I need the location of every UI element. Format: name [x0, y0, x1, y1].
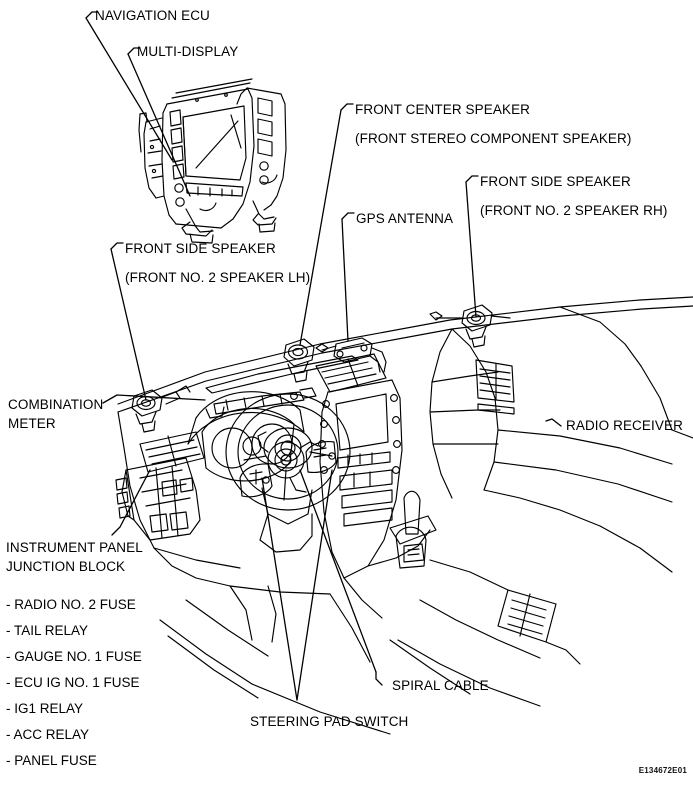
front-side-speaker-lh-part	[131, 385, 191, 433]
leader-navigation-ecu	[85, 11, 173, 161]
label-combination-meter-line2: METER	[8, 416, 56, 431]
label-spiral-cable: SPIRAL CABLE	[392, 678, 489, 693]
label-front-center-speaker-alt: (FRONT STEREO COMPONENT SPEAKER)	[355, 131, 632, 146]
list-item: - ACC RELAY	[6, 727, 90, 742]
label-gps-antenna: GPS ANTENNA	[356, 211, 454, 226]
label-front-side-speaker-lh-alt: (FRONT NO. 2 SPEAKER LH)	[125, 270, 311, 285]
leader-front-side-speaker-rh	[465, 175, 479, 318]
front-side-speaker-rh-part	[429, 304, 511, 348]
front-center-speaker-part	[283, 338, 315, 383]
label-multi-display: MULTI-DISPLAY	[137, 44, 239, 59]
multi-display-assembly	[138, 78, 287, 244]
list-item: - RADIO NO. 2 FUSE	[6, 597, 136, 612]
label-navigation-ecu: NAVIGATION ECU	[95, 8, 210, 23]
leader-front-center-speaker	[299, 103, 354, 346]
leader-combination-meter	[102, 394, 206, 404]
list-item: - PANEL FUSE	[6, 753, 97, 768]
label-front-side-speaker-rh-alt: (FRONT NO. 2 SPEAKER RH)	[480, 203, 668, 218]
steering-pad-switch-right	[305, 441, 337, 473]
leader-multi-display	[127, 47, 191, 197]
leader-instrument-panel-junction-block	[111, 469, 151, 536]
spiral-cable-part	[257, 431, 319, 493]
label-front-side-speaker-lh: FRONT SIDE SPEAKER	[125, 241, 276, 256]
instrument-panel-junction-block-part	[115, 457, 201, 541]
label-steering-pad-switch: STEERING PAD SWITCH	[250, 714, 409, 729]
leader-front-side-speaker-lh	[110, 242, 147, 401]
leader-gps-antenna	[341, 212, 355, 342]
label-front-side-speaker-rh: FRONT SIDE SPEAKER	[480, 174, 631, 189]
list-item: - TAIL RELAY	[6, 623, 89, 638]
label-radio-receiver: RADIO RECEIVER	[566, 418, 683, 433]
list-item: - GAUGE NO. 1 FUSE	[6, 649, 142, 664]
leader-spiral-cable	[299, 469, 383, 686]
label-instrument-panel-junction-block-line1: INSTRUMENT PANEL	[6, 540, 143, 555]
steering-pad-switch-left	[239, 463, 273, 498]
junction-block-item-list: - RADIO NO. 2 FUSE - TAIL RELAY - GAUGE …	[6, 592, 206, 774]
list-item: - IG1 RELAY	[6, 701, 84, 716]
leader-radio-receiver	[545, 418, 562, 427]
gps-antenna-part	[315, 337, 387, 373]
label-combination-meter-line1: COMBINATION	[8, 397, 104, 412]
label-instrument-panel-junction-block-line2: JUNCTION BLOCK	[6, 559, 126, 574]
label-front-center-speaker: FRONT CENTER SPEAKER	[355, 102, 531, 117]
list-item: - ECU IG NO. 1 FUSE	[6, 675, 140, 690]
leader-steering-pad-switch	[261, 469, 333, 701]
dashboard-illustration	[115, 296, 693, 735]
figure-code: E134672E01	[638, 766, 687, 775]
